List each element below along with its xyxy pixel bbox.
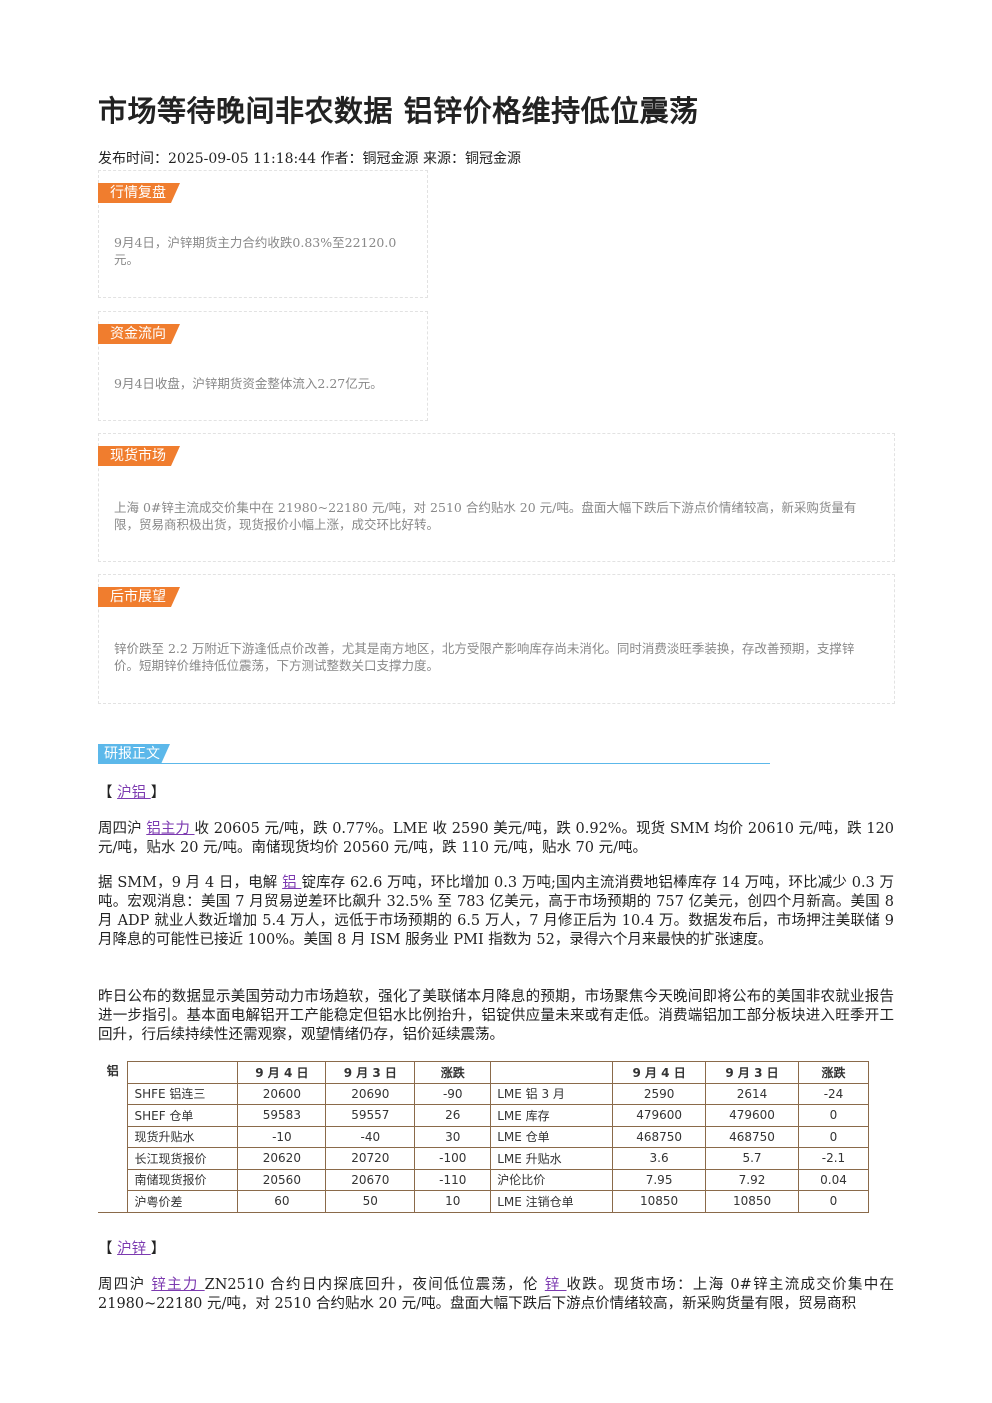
tag-fund-flow: 资金流向: [98, 324, 180, 344]
card-spot-market: 现货市场 上海 0#锌主流成交价集中在 21980~22180 元/吨，对 25…: [98, 433, 895, 562]
table-cell: 0: [798, 1125, 869, 1148]
table-cell: LME 仓单: [490, 1125, 614, 1148]
table-cell: 10850: [705, 1190, 799, 1213]
table-cell: 7.95: [612, 1168, 707, 1191]
table-cell: 10: [414, 1190, 492, 1213]
table-cell: -24: [798, 1082, 869, 1105]
aluminum-data-table: 铝 9 月 4 日 9 月 3 日 涨跌 9 月 4 日 9 月 3 日 涨跌 …: [98, 1061, 869, 1213]
table-cell: -40: [325, 1125, 416, 1148]
tag-spot-market: 现货市场: [98, 446, 180, 466]
table-cell: 10850: [612, 1190, 707, 1213]
table-cell: 59583: [237, 1104, 327, 1127]
table-cell: 26: [414, 1104, 492, 1127]
research-header: 研报正文: [98, 744, 770, 764]
page-title: 市场等待晚间非农数据 铝锌价格维持低位震荡: [98, 94, 699, 128]
section-heading-zinc: 【 沪锌 】: [98, 1241, 166, 1257]
table-cell: 2590: [612, 1082, 707, 1105]
card-fund-flow: 资金流向 9月4日收盘，沪锌期货资金整体流入2.27亿元。: [98, 311, 428, 421]
table-cell: 20720: [325, 1147, 416, 1170]
outlook-text: 锌价跌至 2.2 万附近下游逢低点价改善，尤其是南方地区，北方受限产影响库存尚未…: [114, 641, 855, 673]
table-cell: 60: [237, 1190, 327, 1213]
table-cell: 468750: [705, 1125, 799, 1148]
table-cell: LME 铝 3 月: [490, 1082, 614, 1105]
table-cell: -100: [414, 1147, 492, 1170]
table-cell: 7.92: [705, 1168, 799, 1191]
link-aluminum[interactable]: 铝: [282, 875, 302, 891]
fund-flow-text: 9月4日收盘，沪锌期货资金整体流入2.27亿元。: [114, 376, 383, 391]
table-cell: 479600: [612, 1104, 707, 1127]
table-cell: 20690: [325, 1082, 416, 1105]
table-header-row: 铝 9 月 4 日 9 月 3 日 涨跌 9 月 4 日 9 月 3 日 涨跌: [98, 1061, 869, 1213]
aluminum-paragraph-1: 周四沪 铝主力 收 20605 元/吨，跌 0.77%。LME 收 2590 美…: [98, 821, 895, 856]
link-shanghai-zinc[interactable]: 沪锌: [117, 1241, 151, 1257]
tag-market-review: 行情复盘: [98, 183, 180, 203]
link-zinc[interactable]: 锌: [544, 1277, 567, 1293]
table-cell: SHFE 铝连三: [127, 1082, 239, 1105]
table-cell: -2.1: [798, 1147, 869, 1170]
table-cell: 0.04: [798, 1168, 869, 1191]
table-cell: 现货升贴水: [127, 1125, 239, 1148]
aluminum-paragraph-2: 据 SMM，9 月 4 日，电解 铝 锭库存 62.6 万吨，环比增加 0.3 …: [98, 875, 894, 948]
research-divider: [98, 763, 770, 764]
link-shanghai-aluminum[interactable]: 沪铝: [117, 785, 151, 801]
table-cell: 沪粤价差: [127, 1190, 239, 1213]
table-cell: 沪伦比价: [490, 1168, 614, 1191]
zinc-paragraph-1: 周四沪 锌主力 ZN2510 合约日内探底回升，夜间低位震荡，伦 锌 收跌。现货…: [98, 1277, 895, 1312]
table-cell: 479600: [705, 1104, 799, 1127]
tag-research-body: 研报正文: [98, 744, 170, 764]
table-cell: SHEF 仓单: [127, 1104, 239, 1127]
card-market-review: 行情复盘 9月4日，沪锌期货主力合约收跌0.83%至22120.0元。: [98, 170, 428, 298]
table-cell: 3.6: [612, 1147, 707, 1170]
table-cell: 20600: [237, 1082, 327, 1105]
link-zinc-main[interactable]: 锌主力: [151, 1277, 205, 1293]
table-cell: 50: [325, 1190, 416, 1213]
table-cell: 20670: [325, 1168, 416, 1191]
table-cell: 20620: [237, 1147, 327, 1170]
article-meta: 发布时间：2025-09-05 11:18:44 作者：铜冠金源 来源：铜冠金源: [98, 151, 521, 167]
table-cell: 30: [414, 1125, 492, 1148]
table-cell: LME 库存: [490, 1104, 614, 1127]
table-cell: 5.7: [705, 1147, 799, 1170]
card-outlook: 后市展望 锌价跌至 2.2 万附近下游逢低点价改善，尤其是南方地区，北方受限产影…: [98, 574, 895, 704]
section-heading-aluminum: 【 沪铝 】: [98, 785, 166, 801]
spot-market-text: 上海 0#锌主流成交价集中在 21980~22180 元/吨，对 2510 合约…: [114, 500, 857, 532]
table-cell: 长江现货报价: [127, 1147, 239, 1170]
link-aluminum-main[interactable]: 铝主力: [146, 821, 195, 837]
table-corner: 铝: [98, 1061, 129, 1213]
table-cell: 南储现货报价: [127, 1168, 239, 1191]
table-cell: 59557: [325, 1104, 416, 1127]
table-cell: 0: [798, 1104, 869, 1127]
table-cell: -110: [414, 1168, 492, 1191]
market-review-text: 9月4日，沪锌期货主力合约收跌0.83%至22120.0元。: [114, 235, 397, 267]
table-cell: 20560: [237, 1168, 327, 1191]
aluminum-paragraph-3: 昨日公布的数据显示美国劳动力市场趋软，强化了美联储本月降息的预期，市场聚焦今天晚…: [98, 989, 894, 1043]
tag-outlook: 后市展望: [98, 587, 180, 607]
table-cell: LME 注销仓单: [490, 1190, 614, 1213]
table-cell: 468750: [612, 1125, 707, 1148]
table-cell: 2614: [705, 1082, 799, 1105]
table-cell: LME 升贴水: [490, 1147, 614, 1170]
table-cell: -90: [414, 1082, 492, 1105]
table-cell: -10: [237, 1125, 327, 1148]
table-cell: 0: [798, 1190, 869, 1213]
